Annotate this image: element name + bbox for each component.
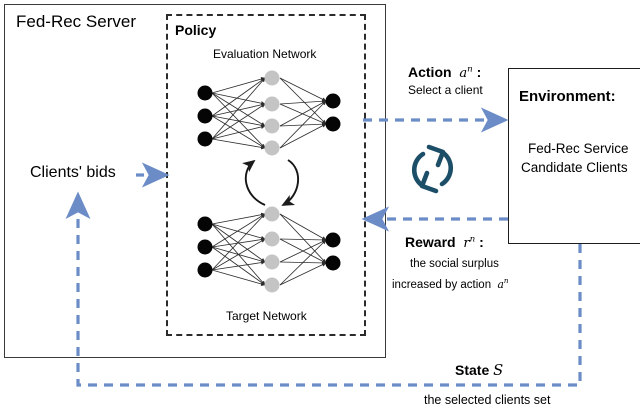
action-sublabel: Select a client xyxy=(408,83,483,97)
target-network-label: Target Network xyxy=(226,309,307,323)
reward-label: Reward rn : xyxy=(405,234,484,252)
clients-bids-label: Clients' bids xyxy=(30,164,116,181)
policy-box xyxy=(166,14,366,336)
state-word: State xyxy=(455,362,490,378)
reward-sublabel-2: increased by action an xyxy=(392,276,509,292)
environment-line-1: Fed-Rec Service xyxy=(528,141,629,156)
environment-title: Environment: xyxy=(519,88,616,105)
policy-label: Policy xyxy=(175,22,217,38)
action-superscript: n xyxy=(467,64,473,75)
reward-sub2-prefix: increased by action xyxy=(392,278,492,291)
sync-cycle-icon xyxy=(412,144,453,194)
evaluation-network-label: Evaluation Network xyxy=(213,47,317,61)
reward-superscript: n xyxy=(469,234,476,245)
action-colon: : xyxy=(476,64,482,80)
state-symbol: S xyxy=(493,362,504,379)
action-label: Action an : xyxy=(408,64,481,82)
reward-sub2-superscript: n xyxy=(503,276,509,285)
action-symbol: a xyxy=(459,66,468,81)
environment-line-2: Candidate Clients xyxy=(521,160,628,175)
action-word: Action xyxy=(408,64,452,80)
state-sublabel: the selected clients set xyxy=(424,393,551,407)
reward-colon: : xyxy=(479,234,484,250)
reward-sublabel-1: the social surplus xyxy=(410,258,499,270)
fed-rec-server-label: Fed-Rec Server xyxy=(16,12,136,31)
reward-word: Reward xyxy=(405,234,456,250)
state-label: State S xyxy=(455,362,503,380)
